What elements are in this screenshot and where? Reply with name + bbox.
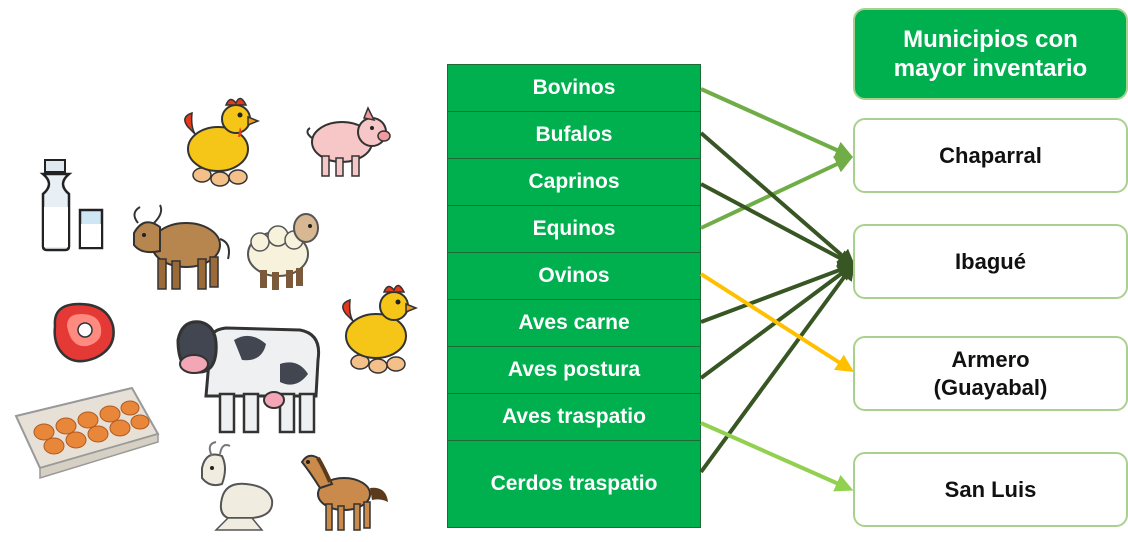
species-label: Aves traspatio (502, 405, 646, 428)
municipio-box-chaparral: Chaparral (853, 118, 1128, 193)
species-table: Bovinos Bufalos Caprinos Equinos Ovinos … (447, 64, 701, 528)
species-label: Bufalos (535, 123, 613, 146)
sheep-icon (238, 198, 326, 296)
municipio-label: Chaparral (939, 142, 1042, 168)
arrow-ovinos-armero (699, 272, 855, 372)
species-row-aves-postura: Aves postura (448, 347, 700, 394)
hen-icon (170, 87, 278, 191)
municipio-box-ibague: Ibagué (853, 224, 1128, 299)
species-label: Ovinos (538, 264, 610, 287)
arrow-aves-postura-ibague (699, 262, 856, 380)
species-label: Aves carne (518, 311, 630, 334)
meat-icon (45, 296, 123, 371)
species-row-ovinos: Ovinos (448, 253, 700, 300)
cow-icon (170, 300, 330, 438)
species-label: Aves postura (507, 358, 641, 381)
species-label: Cerdos traspatio (490, 472, 658, 495)
species-label: Caprinos (528, 170, 620, 193)
milk-bottle-icon (35, 152, 125, 254)
species-row-bovinos: Bovinos (448, 65, 700, 112)
arrow-caprinos-ibague (700, 182, 857, 267)
species-row-aves-traspatio: Aves traspatio (448, 394, 700, 441)
species-row-cerdos-traspatio: Cerdos traspatio (448, 441, 700, 527)
horse-icon (292, 438, 396, 540)
arrow-bufalos-ibague (699, 131, 856, 268)
header-label: Municipios con mayor inventario (893, 25, 1088, 82)
pig-icon (300, 92, 396, 188)
species-label: Equinos (532, 217, 616, 240)
arrow-aves-carne-ibague (700, 261, 857, 324)
hen-icon (328, 274, 436, 378)
arrow-equinos-chaparral (700, 155, 854, 230)
species-row-caprinos: Caprinos (448, 159, 700, 206)
municipios-header: Municipios con mayor inventario (853, 8, 1128, 100)
goat-icon (192, 438, 292, 538)
municipio-label: Armero (Guayabal) (933, 347, 1048, 400)
arrow-cerdos-traspatio-ibague (699, 262, 856, 474)
species-row-aves-carne: Aves carne (448, 300, 700, 347)
species-label: Bovinos (532, 76, 616, 99)
municipio-box-san-luis: San Luis (853, 452, 1128, 527)
municipio-label: Ibagué (955, 248, 1026, 274)
bull-icon (120, 193, 238, 299)
municipio-box-armero: Armero (Guayabal) (853, 336, 1128, 411)
municipio-label: San Luis (944, 476, 1037, 502)
arrow-bovinos-chaparral (700, 87, 854, 159)
arrow-aves-traspatio-san-luis (700, 421, 854, 492)
species-row-equinos: Equinos (448, 206, 700, 253)
species-row-bufalos: Bufalos (448, 112, 700, 159)
egg-carton-icon (10, 376, 162, 480)
